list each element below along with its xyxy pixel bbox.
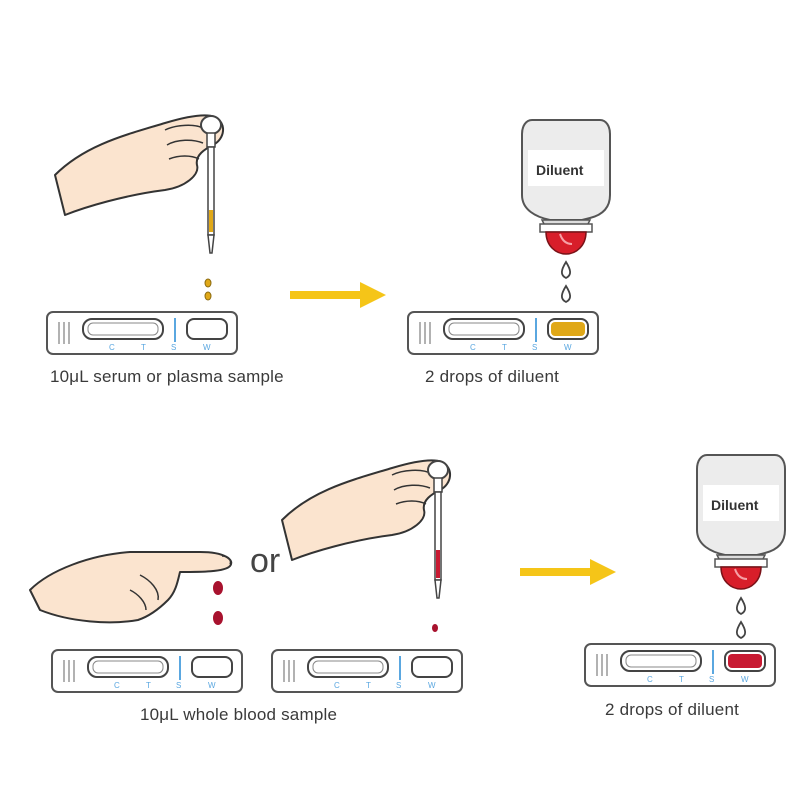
caption-diluent-bottom: 2 drops of diluent	[605, 700, 740, 719]
strip-mark-w: W	[208, 681, 216, 690]
test-cassette-pipette: C T S W	[271, 649, 463, 693]
diluent-drops	[735, 597, 747, 639]
arrow-right-icon	[290, 282, 386, 308]
strip-mark-t: T	[366, 681, 371, 690]
strip-mark-t: T	[502, 343, 507, 352]
strip-mark-s: S	[396, 681, 401, 690]
strip-mark-w: W	[203, 343, 211, 352]
strip-mark-t: T	[146, 681, 151, 690]
strip-mark-s: S	[176, 681, 181, 690]
hand-with-pipette-icon	[54, 114, 225, 254]
strip-mark-w: W	[741, 675, 749, 684]
strip-mark-w: W	[428, 681, 436, 690]
test-cassette-diluent: C T S W	[407, 311, 599, 355]
caption-whole-blood: 10μL whole blood sample	[140, 705, 338, 724]
diluent-bottle-icon: Diluent	[521, 119, 611, 255]
blood-drop-pipette	[432, 624, 438, 632]
serum-drops	[204, 278, 212, 301]
strip-mark-s: S	[709, 675, 714, 684]
arrow-right-icon	[520, 559, 616, 585]
caption-diluent-top: 2 drops of diluent	[425, 367, 560, 386]
strip-mark-c: C	[109, 343, 115, 352]
strip-mark-c: C	[334, 681, 340, 690]
bottle-label: Diluent	[711, 497, 759, 513]
diluent-drops	[560, 261, 572, 303]
strip-mark-s: S	[532, 343, 537, 352]
bottle-label: Diluent	[536, 162, 584, 178]
strip-mark-t: T	[679, 675, 684, 684]
diluent-bottle-icon: Diluent	[696, 454, 786, 590]
blood-drops-finger	[213, 581, 223, 625]
pointing-finger-icon	[29, 551, 233, 624]
caption-serum-sample: 10μL serum or plasma sample	[50, 367, 284, 386]
strip-mark-c: C	[114, 681, 120, 690]
test-cassette-serum: C T S W	[46, 311, 238, 355]
strip-mark-s: S	[171, 343, 176, 352]
or-label: or	[250, 542, 280, 580]
strip-mark-c: C	[470, 343, 476, 352]
test-cassette-diluent-blood: C T S W	[584, 643, 776, 687]
strip-mark-w: W	[564, 343, 572, 352]
test-cassette-finger: C T S W	[51, 649, 243, 693]
strip-mark-c: C	[647, 675, 653, 684]
strip-mark-t: T	[141, 343, 146, 352]
hand-with-pipette-icon	[281, 459, 452, 599]
